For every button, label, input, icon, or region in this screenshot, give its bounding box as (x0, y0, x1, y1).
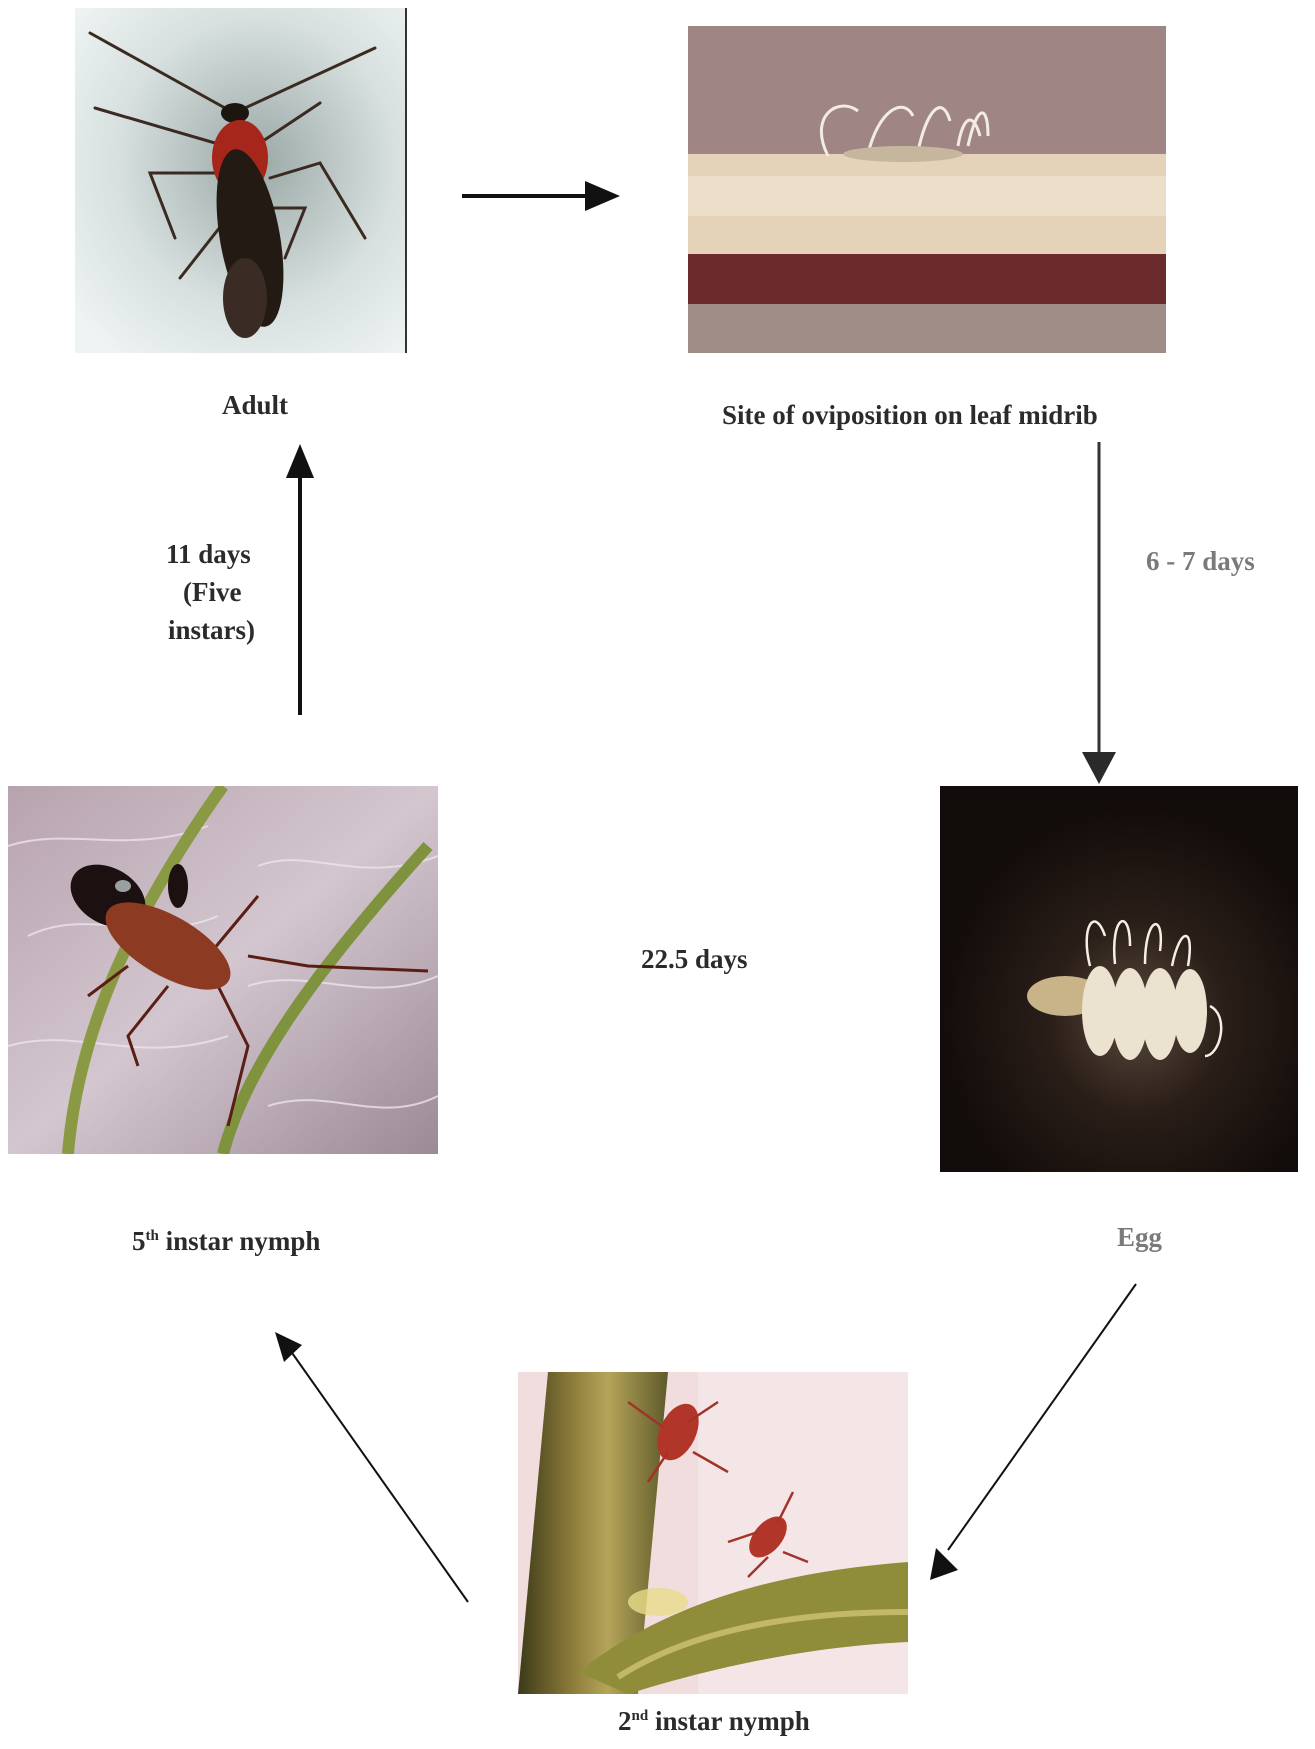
adult-photo (75, 8, 405, 353)
oviposition-photo (688, 26, 1166, 353)
adult-photo-border (405, 8, 407, 353)
second-instar-label: 2nd instar nymph (618, 1705, 810, 1737)
fifth-instar-photo (8, 786, 438, 1154)
fifth-instar-number: 5 (132, 1226, 146, 1256)
total-duration-label: 22.5 days (641, 943, 748, 975)
adult-label: Adult (222, 389, 288, 421)
nymph-period-line2: (Five (183, 576, 241, 608)
second-instar-suffix: nd (632, 1708, 649, 1724)
egg-period-label: 6 - 7 days (1146, 545, 1255, 577)
fifth-instar-label: 5th instar nymph (132, 1225, 320, 1257)
egg-photo (940, 786, 1298, 1172)
nymph-period-line3: instars) (168, 614, 255, 646)
second-instar-photo (518, 1372, 908, 1694)
second-instar-text: instar nymph (648, 1706, 810, 1736)
second-instar-number: 2 (618, 1706, 632, 1736)
egg-label: Egg (1117, 1221, 1162, 1253)
fifth-instar-text: instar nymph (159, 1226, 321, 1256)
fifth-instar-suffix: th (146, 1228, 159, 1244)
oviposition-label: Site of oviposition on leaf midrib (722, 399, 1098, 431)
nymph-period-line1: 11 days (166, 538, 251, 570)
